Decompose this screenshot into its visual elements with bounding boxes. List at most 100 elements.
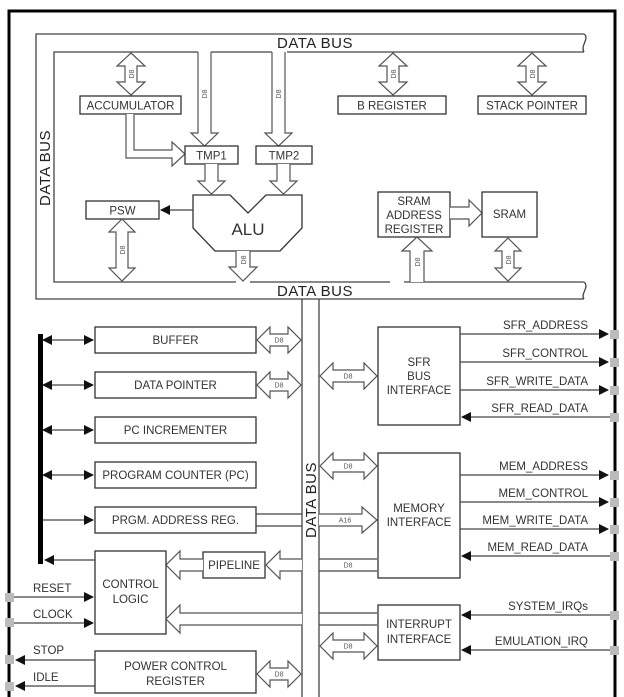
- sfr-bus-interface-label-line1: SFR: [408, 357, 431, 369]
- internal-address-bus: [38, 334, 43, 564]
- accumulator-bus-arrow: [115, 52, 147, 96]
- mem-read-data-pin: [610, 552, 619, 561]
- reset-pin: [5, 593, 14, 602]
- mem-control-pin: [610, 498, 619, 507]
- sfr-read-data-label: SFR_READ_DATA: [491, 403, 588, 415]
- buffer-label: BUFFER: [153, 335, 199, 347]
- program-counter-label: PROGRAM COUNTER (PC): [102, 470, 248, 482]
- data-pointer-box: [94, 371, 257, 399]
- sfr-control-pin: [610, 358, 619, 367]
- mem-write-data-pin: [610, 525, 619, 534]
- sfr-address-label: SFR_ADDRESS: [503, 320, 588, 332]
- prgm-address-reg-box: [94, 506, 257, 534]
- sfr-write-data-label: SFR_WRITE_DATA: [486, 376, 588, 388]
- sram-label: SRAM: [493, 209, 526, 221]
- system-irqs-label: SYSTEM_IRQs: [508, 601, 588, 613]
- interrupt-to-control-arrow: [165, 603, 302, 635]
- pc-incrementer-box: [94, 416, 257, 444]
- stack-pointer-box: [477, 95, 587, 115]
- bus-to-pipeline-arrow: [265, 549, 302, 581]
- tmp1-to-alu-arrow: [196, 164, 227, 195]
- mem-control-label: MEM_CONTROL: [499, 488, 589, 500]
- sram-bus-arrow: [493, 237, 523, 282]
- sfr-control-label: SFR_CONTROL: [502, 348, 588, 360]
- clock-pin: [5, 618, 14, 627]
- control-logic-label-line1: CONTROL: [102, 579, 159, 591]
- interrupt-bus-arrow: [319, 631, 378, 661]
- bus-width-label: D8: [202, 89, 209, 98]
- bus-width-label: D8: [275, 338, 284, 345]
- stack-pointer-label: STACK POINTER: [486, 101, 578, 113]
- sram-address-register-label-line2: ADDRESS: [386, 210, 442, 222]
- bus-width-label: D8: [344, 374, 353, 381]
- memory-interface-label-line2: INTERFACE: [387, 517, 452, 529]
- bus-width-label: D8: [415, 257, 422, 266]
- tmp2-to-alu-arrow: [268, 164, 299, 195]
- clock-label: CLOCK: [33, 609, 73, 621]
- memory-interface-box: [377, 452, 461, 579]
- bus-width-label: D8: [391, 69, 398, 78]
- sfr-read-data-pin: [610, 413, 619, 422]
- bus-break-top: [582, 33, 587, 53]
- stop-label: STOP: [33, 645, 64, 657]
- tmp1-label: TMP1: [196, 151, 227, 163]
- accumulator-label: ACCUMULATOR: [87, 101, 175, 113]
- bus-width-label: D8: [275, 672, 284, 679]
- stop-pin: [5, 655, 14, 664]
- sfr-bus-interface-label-line3: INTERFACE: [387, 385, 452, 397]
- buffer-bus-arrow: [256, 325, 302, 355]
- control-logic-box: [94, 550, 167, 635]
- bus-width-label: D8: [344, 464, 353, 471]
- memory-interface-label-line1: MEMORY: [393, 503, 445, 515]
- emulation-irq-pin: [610, 646, 619, 655]
- power-control-register-label-line2: REGISTER: [146, 676, 205, 688]
- data-pointer-bus-arrow: [256, 370, 302, 400]
- power-control-bus-arrow: [256, 659, 302, 689]
- memory-bus-arrow: [319, 451, 378, 481]
- accumulator-to-tmp1-arrow: [125, 114, 186, 168]
- sram-address-register-label-line1: SRAM: [397, 196, 430, 208]
- emulation-irq-label: EMULATION_IRQ: [495, 636, 588, 648]
- pipeline-to-control-arrow: [165, 549, 203, 581]
- reset-label: RESET: [33, 583, 71, 595]
- bus-width-label: D8: [276, 89, 283, 98]
- sfr-bus-interface-label-line2: BUS: [407, 371, 431, 383]
- power-control-register-label-line1: POWER CONTROL: [124, 661, 227, 673]
- alu-shape: [192, 194, 303, 252]
- data-bus-top-label: DATA BUS: [277, 35, 353, 52]
- tmp2-label: TMP2: [269, 151, 300, 163]
- bus-to-sram-address-arrow: [400, 236, 434, 282]
- data-bus-upper-inner: [53, 51, 584, 283]
- power-control-register-box: [94, 650, 257, 694]
- prgm-address-reg-label: PRGM. ADDRESS REG.: [112, 515, 239, 527]
- stack-pointer-bus-arrow: [516, 52, 548, 96]
- sram-address-register-label-line3: REGISTER: [385, 224, 444, 236]
- psw-label: PSW: [109, 206, 135, 218]
- bus-width-label: A16: [339, 518, 352, 525]
- interrupt-interface-label-line2: INTERFACE: [387, 634, 452, 646]
- alu-label: ALU: [231, 220, 264, 239]
- sfr-bus-interface-box: [377, 326, 461, 426]
- data-bus-left-label: DATA BUS: [37, 130, 54, 206]
- data-bus-middle-label: DATA BUS: [277, 283, 353, 300]
- bus-width-label: D8: [241, 255, 248, 264]
- interrupt-interface-label-line1: INTERRUPT: [386, 619, 452, 631]
- sram-address-to-sram-arrow: [450, 198, 483, 228]
- mem-read-data-label: MEM_READ_DATA: [487, 542, 588, 554]
- data-bus-upper-outer: [35, 33, 584, 300]
- sfr-write-data-pin: [610, 386, 619, 395]
- buffer-box: [94, 326, 257, 354]
- b-register-bus-arrow: [377, 52, 409, 96]
- mem-address-pin: [610, 471, 619, 480]
- bus-width-label: D8: [506, 255, 513, 264]
- sfr-address-pin: [610, 330, 619, 339]
- b-register-box: [337, 95, 447, 115]
- bus-width-label: D8: [530, 69, 537, 78]
- pipeline-box: [202, 551, 266, 579]
- bus-width-label: D8: [129, 69, 136, 78]
- program-counter-box: [94, 461, 257, 489]
- idle-label: IDLE: [33, 672, 59, 684]
- bus-width-label: D8: [120, 245, 127, 254]
- b-register-label: B REGISTER: [357, 101, 427, 113]
